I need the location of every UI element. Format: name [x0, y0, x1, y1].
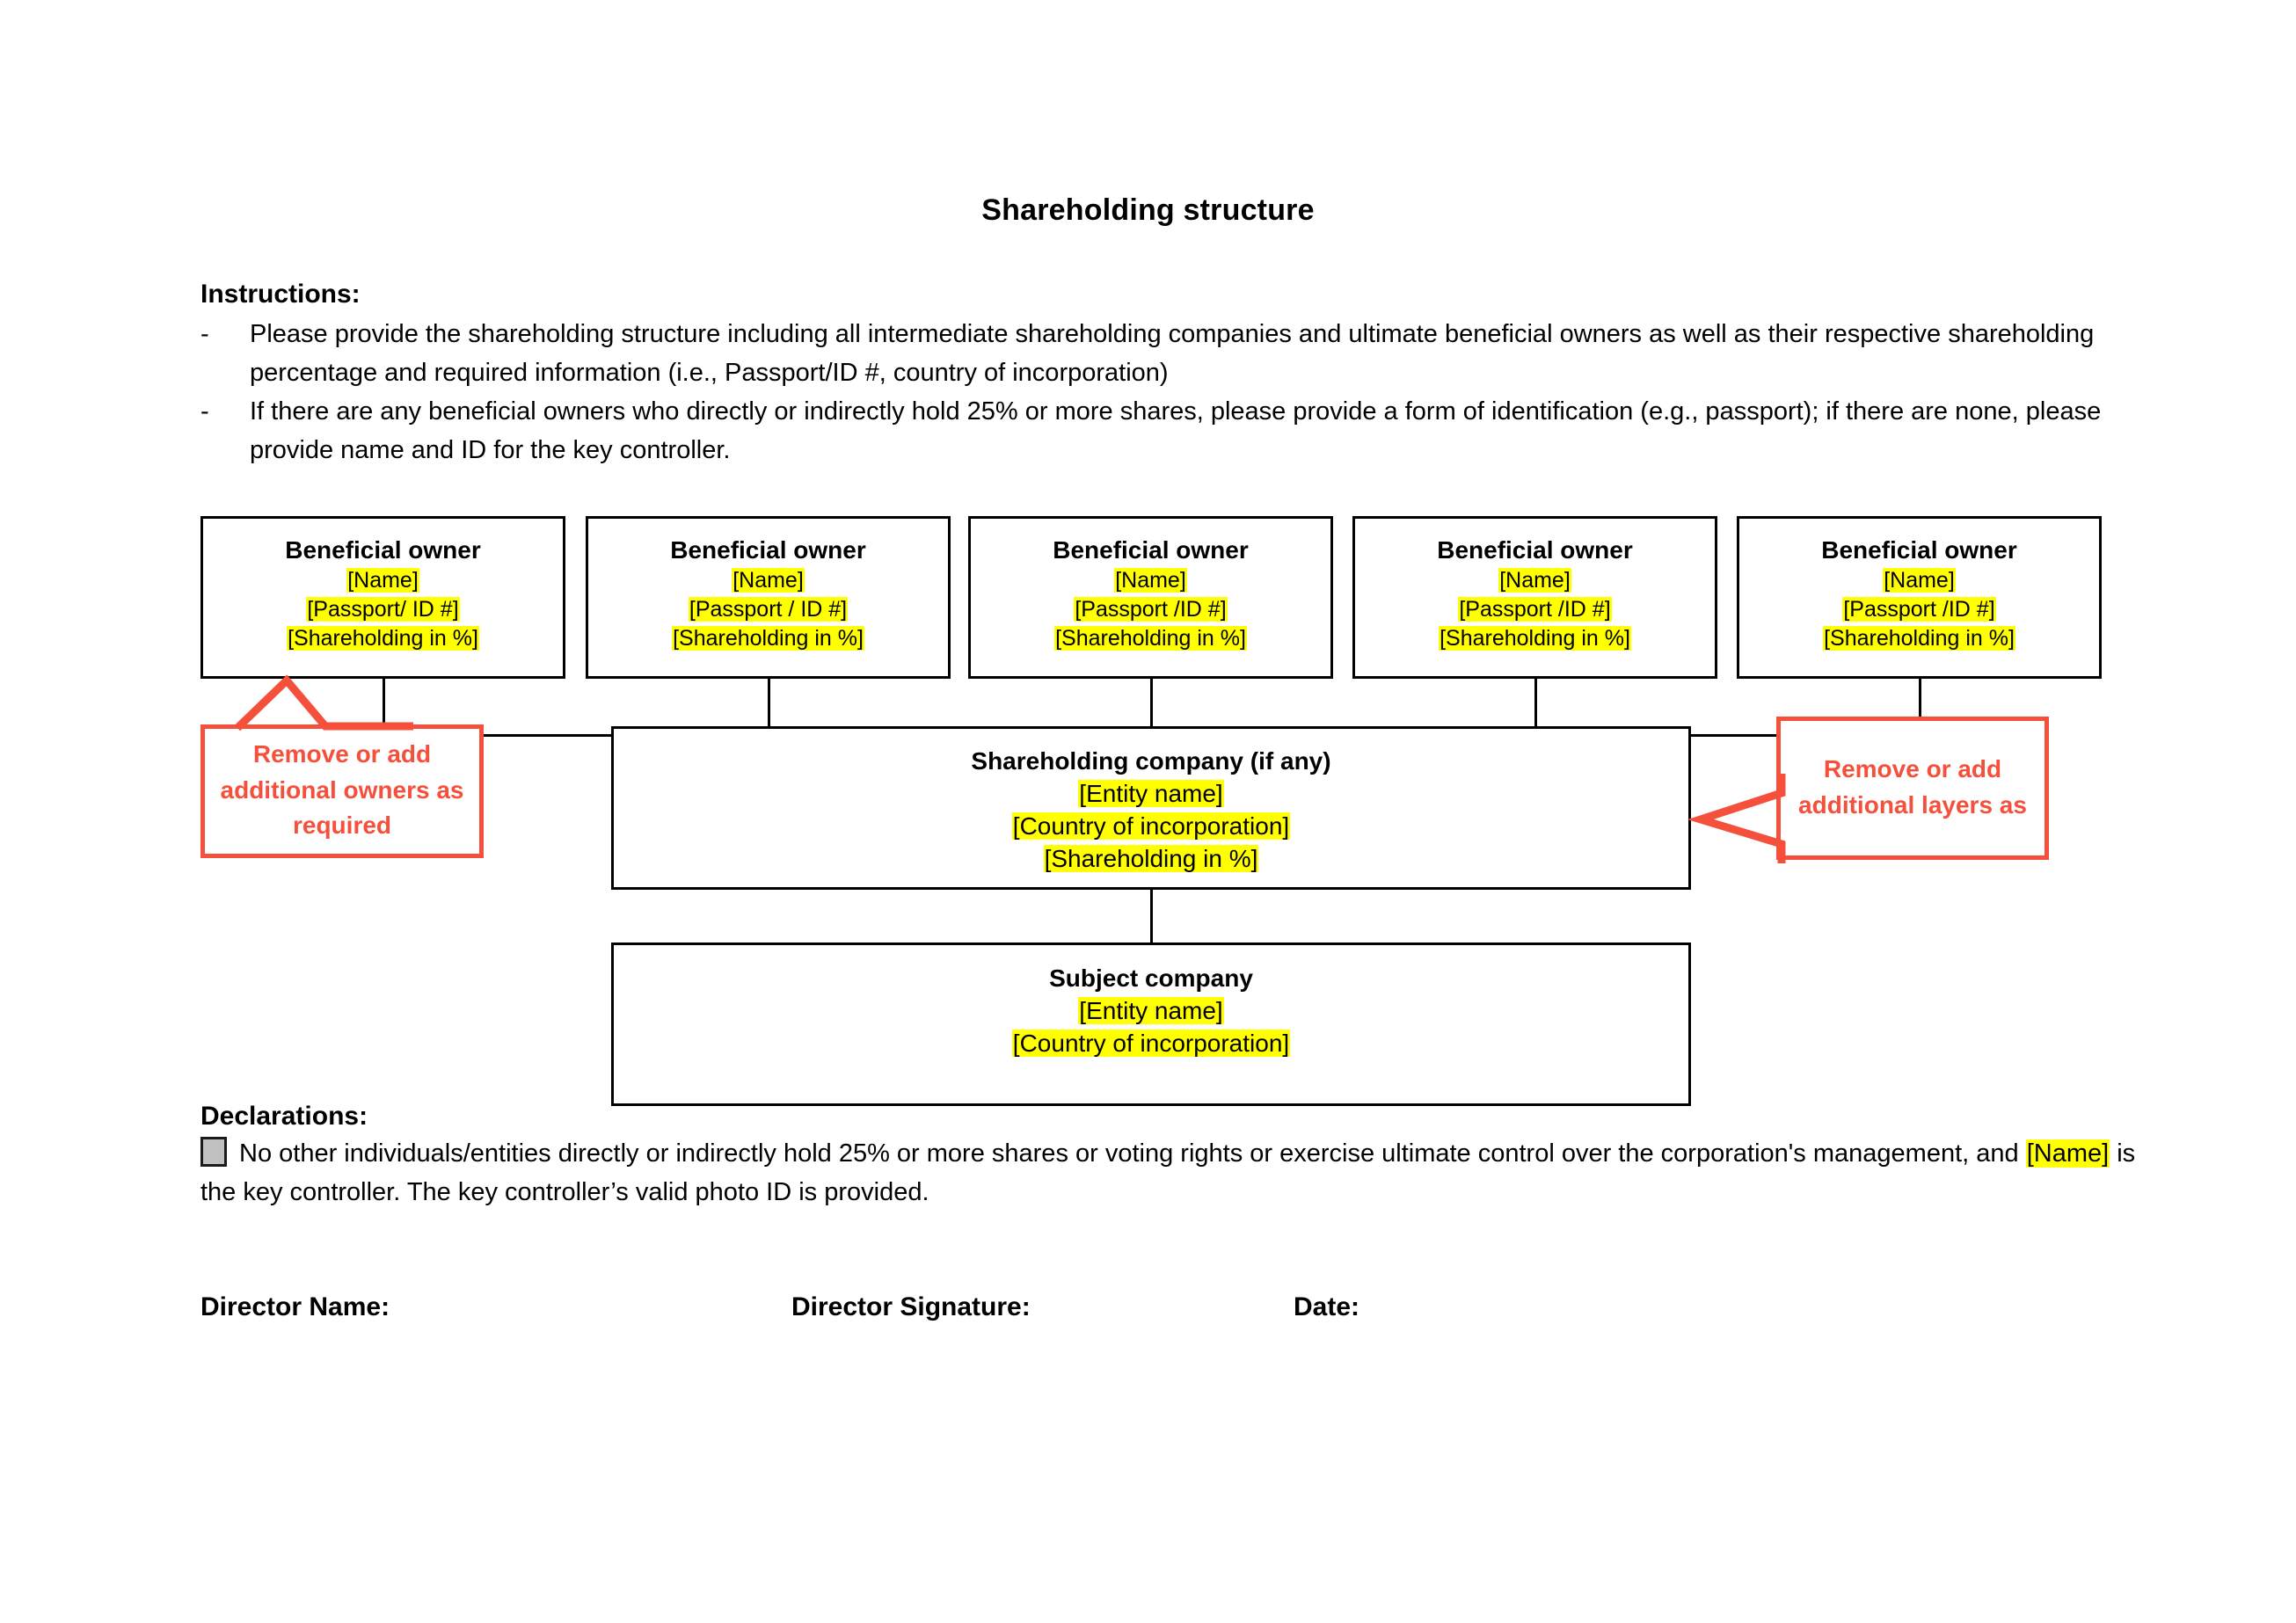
declaration-text-before-name: No other individuals/entities directly o…	[239, 1139, 2026, 1168]
connector-owner-3-drop	[1150, 678, 1153, 701]
shareholding-company-shareholding-line: [Shareholding in %]	[614, 842, 1688, 875]
beneficial-owner-name-line: [Name]	[1355, 566, 1715, 595]
subject-company-entity-line: [Entity name]	[614, 994, 1688, 1027]
declarations-section: Declarations: No other individuals/entit…	[200, 1102, 2148, 1212]
beneficial-owner-passport: [Passport /ID #]	[1074, 597, 1228, 622]
beneficial-owner-title: Beneficial owner	[285, 536, 481, 564]
beneficial-owner-box-5[interactable]: Beneficial owner [Name] [Passport /ID #]…	[1737, 516, 2102, 679]
beneficial-owner-name-line: [Name]	[971, 566, 1330, 595]
beneficial-owner-name: [Name]	[1883, 567, 1956, 593]
instruction-item: - Please provide the shareholding struct…	[200, 315, 2144, 392]
connector-owner-2-drop	[768, 678, 770, 701]
instructions-heading: Instructions:	[200, 280, 361, 309]
callout-right: Remove or add additional layers as	[1776, 717, 2049, 860]
callout-right-tail-icon	[1687, 774, 1786, 863]
declaration-statement: No other individuals/entities directly o…	[200, 1135, 2148, 1212]
connector-shareholding-to-subject	[1150, 889, 1153, 943]
shareholding-company-entity-line: [Entity name]	[614, 777, 1688, 810]
declaration-key-controller-name: [Name]	[2025, 1139, 2110, 1168]
beneficial-owner-shareholding: [Shareholding in %]	[287, 626, 479, 651]
subject-company-title: Subject company	[1049, 964, 1253, 992]
connector-left-riser	[383, 698, 385, 735]
beneficial-owner-name-line: [Name]	[203, 566, 563, 595]
callout-left: Remove or add additional owners as requi…	[200, 724, 484, 858]
shareholding-company-country: [Country of incorporation]	[1011, 812, 1291, 841]
beneficial-owner-shareholding: [Shareholding in %]	[672, 626, 864, 651]
shareholding-company-box[interactable]: Shareholding company (if any) [Entity na…	[611, 726, 1691, 890]
beneficial-owner-box-4[interactable]: Beneficial owner [Name] [Passport /ID #]…	[1352, 516, 1717, 679]
beneficial-owner-name-line: [Name]	[1739, 566, 2099, 595]
callout-right-text: Remove or add additional layers as	[1798, 754, 2027, 819]
beneficial-owner-title: Beneficial owner	[670, 536, 866, 564]
subject-company-entity-name: [Entity name]	[1078, 996, 1224, 1024]
beneficial-owner-shareholding-line: [Shareholding in %]	[1739, 624, 2099, 653]
beneficial-owner-title: Beneficial owner	[1821, 536, 2017, 564]
beneficial-owner-shareholding-line: [Shareholding in %]	[588, 624, 948, 653]
subject-company-country: [Country of incorporation]	[1011, 1030, 1291, 1058]
page-title: Shareholding structure	[981, 193, 1315, 227]
connector-mid2-riser	[768, 698, 770, 735]
connector-mid3-riser	[1150, 698, 1153, 735]
beneficial-owner-shareholding-line: [Shareholding in %]	[1355, 624, 1715, 653]
beneficial-owner-name: [Name]	[1114, 567, 1187, 593]
beneficial-owner-box-1[interactable]: Beneficial owner [Name] [Passport/ ID #]…	[200, 516, 565, 679]
instruction-item-text: Please provide the shareholding structur…	[250, 320, 2095, 388]
beneficial-owner-passport: [Passport /ID #]	[1458, 597, 1612, 622]
connector-owner-4-drop	[1534, 678, 1537, 701]
subject-company-country-line: [Country of incorporation]	[614, 1027, 1688, 1059]
director-name-label: Director Name:	[200, 1292, 390, 1321]
instructions-section: Instructions: - Please provide the share…	[200, 280, 2144, 469]
beneficial-owner-passport: [Passport / ID #]	[688, 597, 849, 622]
connector-owner-5-drop	[1919, 678, 1921, 701]
beneficial-owner-shareholding-line: [Shareholding in %]	[971, 624, 1330, 653]
callout-left-text: Remove or add additional owners as requi…	[220, 740, 464, 840]
callout-left-tail-icon	[234, 674, 413, 731]
declaration-checkbox[interactable]	[200, 1137, 227, 1167]
director-signature-label: Director Signature:	[791, 1292, 1031, 1321]
shareholding-company-entity-name: [Entity name]	[1078, 779, 1224, 807]
beneficial-owner-passport-line: [Passport /ID #]	[1739, 595, 2099, 624]
instruction-item-text: If there are any beneficial owners who d…	[250, 397, 2102, 465]
beneficial-owner-title: Beneficial owner	[1437, 536, 1633, 564]
beneficial-owner-name: [Name]	[732, 567, 805, 593]
shareholding-company-shareholding: [Shareholding in %]	[1043, 845, 1259, 873]
beneficial-owner-shareholding: [Shareholding in %]	[1054, 626, 1247, 651]
bullet-dash-icon: -	[200, 320, 209, 348]
beneficial-owner-shareholding: [Shareholding in %]	[1439, 626, 1631, 651]
beneficial-owner-passport-line: [Passport / ID #]	[588, 595, 948, 624]
declarations-heading: Declarations:	[200, 1102, 368, 1131]
declaration-text-after-name: is the key controller. The key controlle…	[200, 1139, 2136, 1206]
beneficial-owner-box-3[interactable]: Beneficial owner [Name] [Passport /ID #]…	[968, 516, 1333, 679]
beneficial-owner-name: [Name]	[346, 567, 419, 593]
beneficial-owner-shareholding-line: [Shareholding in %]	[203, 624, 563, 653]
date-label: Date:	[1294, 1292, 1360, 1321]
beneficial-owner-passport-line: [Passport /ID #]	[971, 595, 1330, 624]
bullet-dash-icon: -	[200, 397, 209, 426]
signature-row: Director Name: Director Signature: Date:	[200, 1292, 2135, 1333]
beneficial-owner-passport-line: [Passport/ ID #]	[203, 595, 563, 624]
shareholding-company-title: Shareholding company (if any)	[971, 747, 1331, 775]
connector-mid4-riser	[1534, 698, 1537, 735]
beneficial-owner-title: Beneficial owner	[1053, 536, 1249, 564]
beneficial-owner-passport-line: [Passport /ID #]	[1355, 595, 1715, 624]
beneficial-owner-shareholding: [Shareholding in %]	[1823, 626, 2015, 651]
beneficial-owner-passport: [Passport/ ID #]	[306, 597, 460, 622]
beneficial-owner-passport: [Passport /ID #]	[1842, 597, 1996, 622]
connector-owner-1-drop	[383, 678, 385, 701]
shareholding-company-country-line: [Country of incorporation]	[614, 810, 1688, 842]
beneficial-owner-box-2[interactable]: Beneficial owner [Name] [Passport / ID #…	[586, 516, 951, 679]
beneficial-owner-name: [Name]	[1498, 567, 1571, 593]
instruction-item: - If there are any beneficial owners who…	[200, 392, 2144, 469]
beneficial-owner-name-line: [Name]	[588, 566, 948, 595]
subject-company-box[interactable]: Subject company [Entity name] [Country o…	[611, 943, 1691, 1106]
